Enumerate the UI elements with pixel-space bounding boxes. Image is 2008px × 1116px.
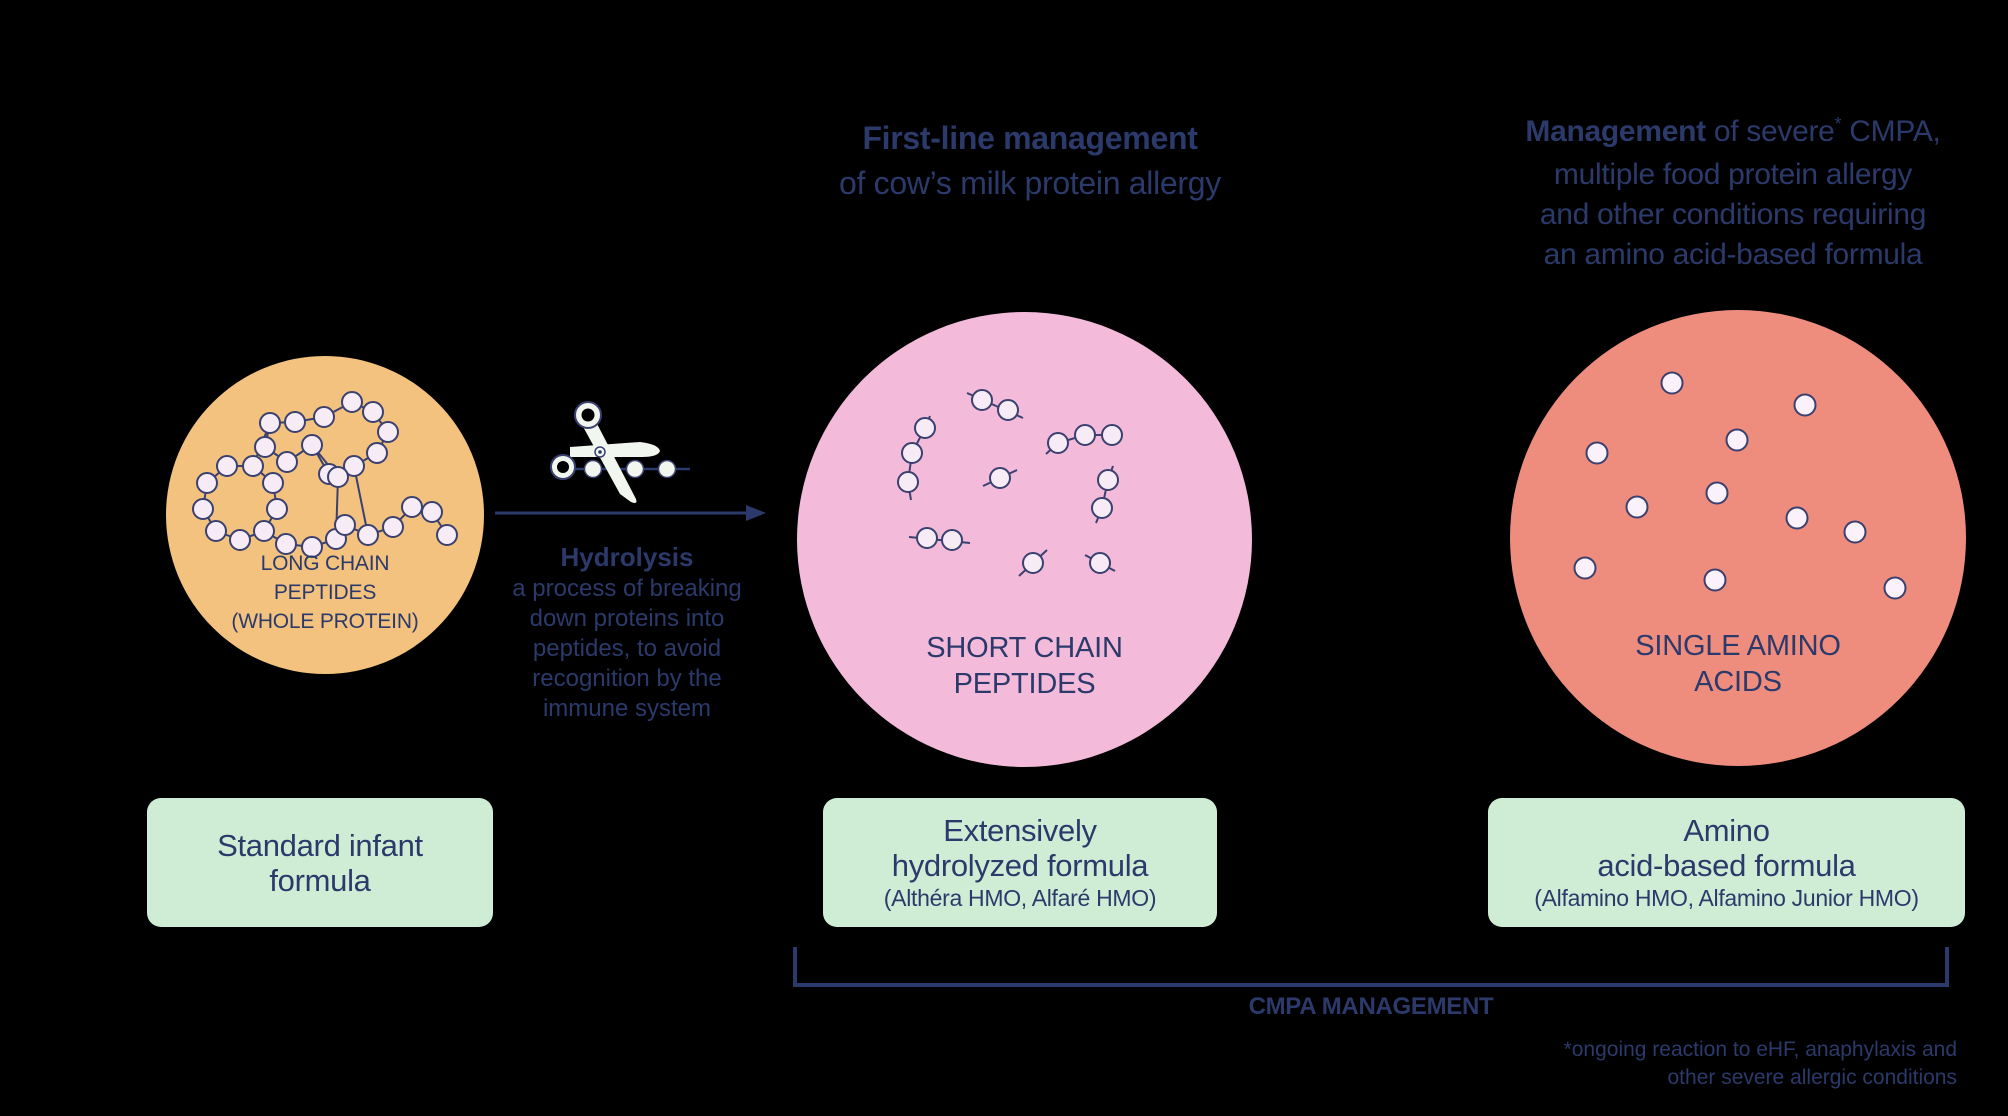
single-amino-acids-label: SINGLE AMINO ACIDS	[1635, 630, 1841, 698]
short-chain-peptides-label: SHORT CHAIN PEPTIDES	[926, 632, 1123, 700]
short-chain-peptides-icon	[897, 389, 1123, 577]
header-line: of cow’s milk protein allergy	[839, 165, 1221, 201]
header-line: Management of severe* CMPA,	[1525, 114, 1941, 148]
extensively-hydrolyzed-formula-box: Extensively hydrolyzed formula (Althéra …	[823, 798, 1217, 927]
long-chain-peptides-label: LONG CHAIN PEPTIDES (WHOLE PROTEIN)	[231, 552, 419, 633]
first-line-management-header: First-line management of cow’s milk prot…	[780, 116, 1280, 206]
right-arrow-icon	[495, 505, 766, 521]
hydrolysis-title: Hydrolysis	[560, 542, 694, 572]
short-chain-peptides-circle: SHORT CHAIN PEPTIDES	[797, 312, 1252, 767]
footnote: *ongoing reaction to eHF, anaphylaxis an…	[1563, 1038, 1957, 1089]
header-line: multiple food protein allergy	[1553, 158, 1913, 191]
asterisk: *	[1834, 114, 1842, 134]
long-chain-peptides-circle: LONG CHAIN PEPTIDES (WHOLE PROTEIN)	[166, 356, 484, 674]
hydrolysis-description: Hydrolysis a process of breaking down pr…	[470, 541, 784, 724]
single-amino-acids-icon	[1573, 371, 1907, 600]
header-line: and other conditions requiring	[1539, 198, 1927, 231]
single-amino-acids-circle: SINGLE AMINO ACIDS	[1510, 310, 1966, 766]
standard-infant-formula-box: Standard infant formula	[147, 798, 493, 927]
header-line: an amino acid-based formula	[1543, 238, 1923, 271]
header-line: First-line management	[862, 120, 1198, 156]
cmpa-management-label: CMPA MANAGEMENT	[1248, 993, 1494, 1020]
amino-acid-based-formula-box: Amino acid-based formula (Alfamino HMO, …	[1488, 798, 1965, 927]
scissors-icon	[495, 401, 766, 521]
product-names: (Althéra HMO, Alfaré HMO)	[883, 884, 1157, 911]
long-chain-peptides-icon	[192, 391, 458, 558]
cmpa-management-bracket	[793, 947, 1949, 987]
severe-cmpa-management-header: Management of severe* CMPA, multiple foo…	[1473, 112, 1993, 275]
product-names: (Alfamino HMO, Alfamino Junior HMO)	[1534, 884, 1919, 911]
